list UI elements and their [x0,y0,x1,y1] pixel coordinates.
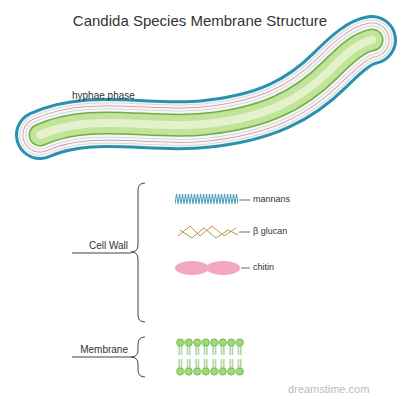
mannan-symbol [175,194,238,204]
lipid-bilayer [176,338,244,376]
phase-label: hyphae phase [72,90,135,102]
glucan-symbol [178,226,238,238]
hypha-cell [40,40,372,135]
group-label: Membrane [80,344,128,356]
part-label: mannans [253,194,290,204]
chitin-symbol [175,261,240,275]
group-label: Cell Wall [89,240,128,252]
part-label: β glucan [253,226,287,236]
leader-lines [239,200,250,268]
cell-wall-bracket [72,183,145,322]
watermark: dreamstime.com [288,383,369,396]
part-label: chitin [253,262,274,272]
diagram-title: Candida Species Membrane Structure [0,12,400,29]
membrane-bracket [72,337,145,377]
